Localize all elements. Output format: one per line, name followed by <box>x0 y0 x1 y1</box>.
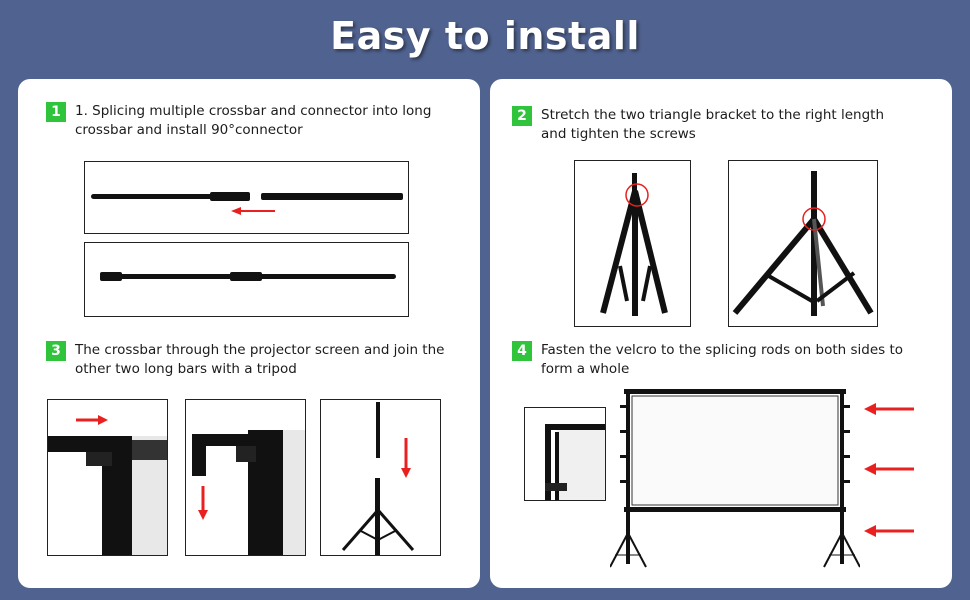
step-2-text-line2: and tighten the screws <box>541 126 696 142</box>
step-1-image-separate-bars <box>84 161 409 234</box>
step-4-text-line2: form a whole <box>541 361 630 377</box>
step-4-badge: 4 <box>512 341 532 361</box>
step-3-image-connector-corner <box>185 399 306 556</box>
step-4-arrow-middle <box>862 462 916 476</box>
step-1-badge: 1 <box>46 102 66 122</box>
step-4-image-corner-detail <box>524 407 606 501</box>
step-2: 2 Stretch the two triangle bracket to th… <box>512 106 932 144</box>
step-2-image-folded-tripod <box>574 160 691 327</box>
step-2-text: Stretch the two triangle bracket to the … <box>541 106 884 144</box>
step-2-badge: 2 <box>512 106 532 126</box>
step-1: 1 1. Splicing multiple crossbar and conn… <box>46 102 466 140</box>
step-4-text: Fasten the velcro to the splicing rods o… <box>541 341 903 379</box>
page-title: Easy to install <box>330 14 640 58</box>
step-1-image-joined-bar <box>84 242 409 317</box>
step-3-image-bar-on-tripod <box>320 399 441 556</box>
step-1-text-line2: crossbar and install 90°connector <box>75 122 303 138</box>
step-1-text: 1. Splicing multiple crossbar and connec… <box>75 102 431 140</box>
step-2-image-open-tripod <box>728 160 878 327</box>
step-3-badge: 3 <box>46 341 66 361</box>
step-4: 4 Fasten the velcro to the splicing rods… <box>512 341 932 379</box>
step-4-arrow-top <box>862 402 916 416</box>
step-3-image-crossbar-through-screen <box>47 399 168 556</box>
step-3-text: The crossbar through the projector scree… <box>75 341 444 379</box>
step-4-image-assembled-screen <box>610 385 860 575</box>
step-3: 3 The crossbar through the projector scr… <box>46 341 466 379</box>
step-2-text-line1: Stretch the two triangle bracket to the … <box>541 107 885 123</box>
step-3-text-line1: The crossbar through the projector scree… <box>75 342 445 358</box>
step-1-text-line1: 1. Splicing multiple crossbar and connec… <box>75 103 432 119</box>
step-3-text-line2: other two long bars with a tripod <box>75 361 297 377</box>
step-4-arrow-bottom <box>862 524 916 538</box>
step-4-text-line1: Fasten the velcro to the splicing rods o… <box>541 342 904 358</box>
